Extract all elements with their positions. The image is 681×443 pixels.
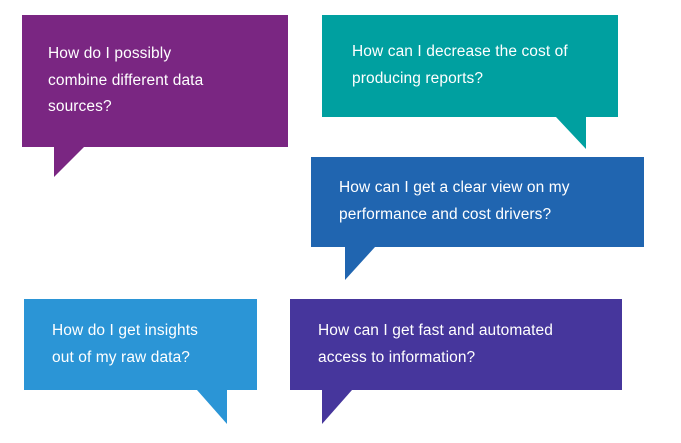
bubble-insights-out-of-raw-data: How do I get insights out of my raw data… <box>24 299 257 424</box>
bubble-clear-view-on-performance-body: How can I get a clear view on my perform… <box>311 157 644 247</box>
bubble-fast-automated-access-tail-icon <box>322 390 352 424</box>
bubble-fast-automated-access-text: How can I get fast and automated access … <box>318 321 553 366</box>
bubble-fast-automated-access-body: How can I get fast and automated access … <box>290 299 622 390</box>
bubble-decrease-cost-of-reports-body: How can I decrease the cost of producing… <box>322 15 618 117</box>
bubble-clear-view-on-performance: How can I get a clear view on my perform… <box>311 157 644 280</box>
bubble-insights-out-of-raw-data-tail-icon <box>197 390 227 424</box>
bubble-combine-data-sources-body: How do I possibly combine different data… <box>22 15 288 147</box>
bubble-combine-data-sources: How do I possibly combine different data… <box>22 15 288 177</box>
bubble-combine-data-sources-text: How do I possibly combine different data… <box>48 45 204 116</box>
bubble-clear-view-on-performance-text: How can I get a clear view on my perform… <box>339 179 570 223</box>
bubble-decrease-cost-of-reports: How can I decrease the cost of producing… <box>322 15 618 149</box>
bubble-decrease-cost-of-reports-tail-icon <box>556 117 586 149</box>
bubble-combine-data-sources-tail-icon <box>54 147 84 177</box>
bubble-insights-out-of-raw-data-body: How do I get insights out of my raw data… <box>24 299 257 390</box>
bubble-clear-view-on-performance-tail-icon <box>345 247 375 280</box>
bubble-decrease-cost-of-reports-text: How can I decrease the cost of producing… <box>352 43 568 87</box>
bubble-fast-automated-access: How can I get fast and automated access … <box>290 299 622 424</box>
bubble-insights-out-of-raw-data-text: How do I get insights out of my raw data… <box>52 321 198 366</box>
